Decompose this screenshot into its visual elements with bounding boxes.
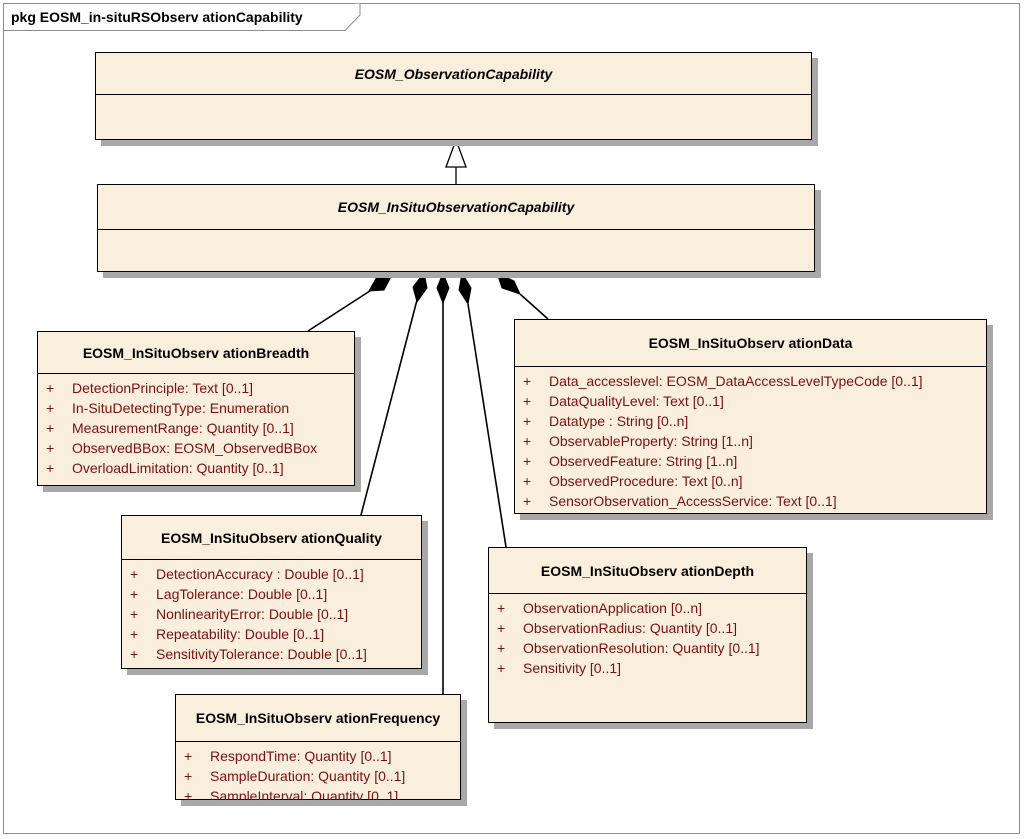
attribute[interactable]: +ObservationResolution: Quantity [0..1] [497,640,760,656]
class-insitu-observation-data[interactable]: EOSM_InSituObserv ationData +Data_access… [514,319,987,514]
attribute-list: +Data_accesslevel: EOSM_DataAccessLevelT… [515,367,986,511]
composition-diamond-frequency [436,271,450,305]
attribute[interactable]: +OverloadLimitation: Quantity [0..1] [46,460,284,476]
class-name: EOSM_InSituObservationCapability [98,185,814,230]
attribute-list: +ObservationApplication [0..n] +Observat… [489,594,806,678]
class-observation-capability[interactable]: EOSM_ObservationCapability [95,52,812,140]
attribute[interactable]: +ObservedFeature: String [1..n] [523,453,738,469]
class-name: EOSM_InSituObserv ationFrequency [176,695,460,742]
class-name: EOSM_InSituObserv ationDepth [489,548,806,594]
composition-diamond-depth [458,271,472,306]
attribute[interactable]: +RespondTime: Quantity [0..1] [184,748,392,764]
attribute[interactable]: +Repeatability: Double [0..1] [130,626,325,642]
composition-diamond-quality [412,271,428,304]
attribute[interactable]: +ObservationApplication [0..n] [497,600,702,616]
attribute[interactable]: +DetectionPrinciple: Text [0..1] [46,380,254,396]
attribute[interactable]: +ObservedBBox: EOSM_ObservedBBox [46,440,318,456]
attribute-list: +DetectionAccuracy : Double [0..1] +LagT… [122,560,421,664]
class-name: EOSM_InSituObserv ationBreadth [38,332,354,374]
class-insitu-observation-depth[interactable]: EOSM_InSituObserv ationDepth +Observatio… [488,547,807,723]
class-name: EOSM_ObservationCapability [96,53,811,95]
composition-line-quality[interactable] [360,299,418,516]
attribute[interactable]: +MeasurementRange: Quantity [0..1] [46,420,294,436]
attribute[interactable]: +LagTolerance: Double [0..1] [130,586,328,602]
class-insitu-observation-breadth[interactable]: EOSM_InSituObserv ationBreadth +Detectio… [37,331,355,486]
class-insitu-observation-capability[interactable]: EOSM_InSituObservationCapability [97,184,815,272]
attribute[interactable]: +SensorObservation_AccessService: Text [… [523,493,837,509]
class-insitu-observation-frequency[interactable]: EOSM_InSituObserv ationFrequency +Respon… [175,694,461,800]
attribute[interactable]: +DetectionAccuracy : Double [0..1] [130,566,364,582]
composition-line-data[interactable] [519,293,549,320]
attribute[interactable]: +Data_accesslevel: EOSM_DataAccessLevelT… [523,373,923,389]
attribute-list: +DetectionPrinciple: Text [0..1] +In-Sit… [38,374,354,478]
package-frame [3,3,1020,834]
composition-diamond-breadth [368,272,394,292]
attribute[interactable]: +NonlinearityError: Double [0..1] [130,606,349,622]
attribute[interactable]: +DataQualityLevel: Text [0..1] [523,393,724,409]
composition-line-breadth[interactable] [307,286,377,332]
attribute-list: +RespondTime: Quantity [0..1] +SampleDur… [176,742,460,800]
attribute[interactable]: +SensitivityTolerance: Double [0..1] [130,646,367,662]
generalization-arrowhead [445,138,467,168]
attribute[interactable]: +In-SituDetectingType: Enumeration [46,400,290,416]
composition-line-depth[interactable] [467,303,507,548]
composition-diamond-data [496,272,521,295]
attribute[interactable]: +ObservableProperty: String [1..n] [523,433,753,449]
package-title: pkg EOSM_in-situRSObserv ationCapability [11,9,303,25]
attribute[interactable]: +Datatype : String [0..n] [523,413,689,429]
class-name: EOSM_InSituObserv ationQuality [122,516,421,560]
class-name: EOSM_InSituObserv ationData [515,320,986,367]
attribute[interactable]: +Sensitivity [0..1] [497,660,622,676]
package-tab-outline [3,3,361,31]
attribute[interactable]: +ObservedProcedure: Text [0..n] [523,473,743,489]
class-insitu-observation-quality[interactable]: EOSM_InSituObserv ationQuality +Detectio… [121,515,422,669]
attribute[interactable]: +SampleInterval: Quantity [0..1] [184,788,399,800]
attribute[interactable]: +SampleDuration: Quantity [0..1] [184,768,406,784]
attribute[interactable]: +ObservationRadius: Quantity [0..1] [497,620,737,636]
